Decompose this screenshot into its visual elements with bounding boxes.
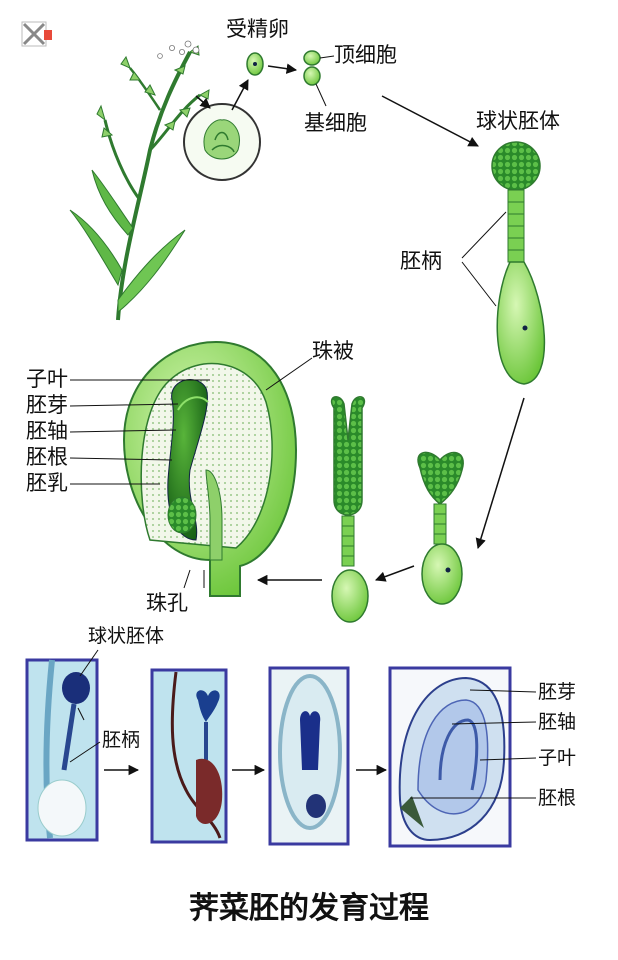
photo-label-cotyledon: 子叶 <box>538 747 576 769</box>
apical-cell <box>303 50 321 66</box>
photo-leader-lines <box>410 689 537 799</box>
label-hypocotyl: 胚轴 <box>26 419 68 443</box>
arrow-zygote-to-two-cell <box>267 63 298 74</box>
micrograph-mature <box>388 666 512 848</box>
arrow-to-torpedo-stage <box>375 565 415 582</box>
label-integument: 珠被 <box>312 339 354 363</box>
label-suspensor: 胚柄 <box>400 249 442 273</box>
photo-label-suspensor: 胚柄 <box>102 729 140 751</box>
label-globular-embryo: 球状胚体 <box>476 109 560 133</box>
arrow-plant-to-circle <box>195 95 211 109</box>
basal-cell-shape <box>303 66 321 86</box>
seed-leader-lines <box>69 379 210 485</box>
label-radicle: 胚根 <box>26 445 68 469</box>
micrograph-globular <box>25 658 99 842</box>
globular-embryo-stage <box>491 141 546 385</box>
ovary-magnifier-circle <box>183 103 261 181</box>
arrow-to-heart-stage <box>475 397 525 550</box>
photo-label-plumule: 胚芽 <box>538 681 576 703</box>
arrow-to-globular-embryo <box>381 95 479 147</box>
label-plumule: 胚芽 <box>26 393 68 417</box>
heart-shaped-embryo-stage <box>417 451 464 605</box>
micrograph-heart <box>150 668 228 844</box>
photo-label-hypocotyl: 胚轴 <box>538 711 576 733</box>
label-micropyle: 珠孔 <box>146 591 188 615</box>
arrow-circle-to-zygote <box>231 79 249 111</box>
label-fertilized-egg: 受精卵 <box>226 17 289 41</box>
torpedo-embryo-stage <box>330 396 369 623</box>
logo-icon <box>21 21 52 47</box>
label-cotyledon: 子叶 <box>26 367 68 391</box>
label-basal-cell: 基细胞 <box>304 111 367 135</box>
diagram-title: 荠菜胚的发育过程 <box>189 891 429 926</box>
shepherds-purse-plant-illustration <box>69 40 210 321</box>
photo-label-radicle: 胚根 <box>538 787 576 809</box>
mature-seed-section <box>122 340 298 597</box>
micrograph-torpedo <box>268 666 350 846</box>
label-apical-cell: 顶细胞 <box>334 43 397 67</box>
label-endosperm: 胚乳 <box>26 471 68 495</box>
photo-label-globular-embryo: 球状胚体 <box>88 625 164 647</box>
